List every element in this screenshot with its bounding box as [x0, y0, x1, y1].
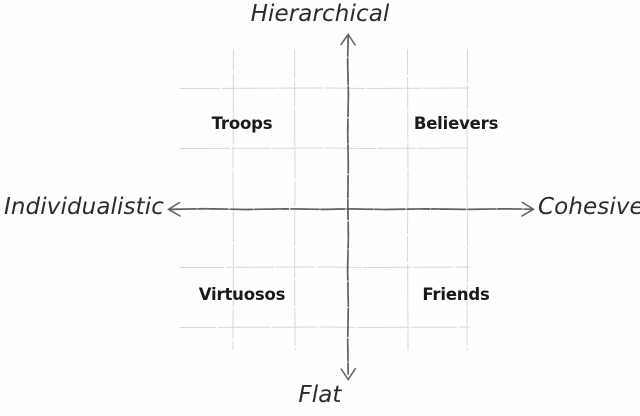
grid-line-h4 — [179, 326, 471, 329]
arrow-head-right — [521, 201, 535, 217]
quadrant-label-friends: Friends — [422, 285, 490, 304]
axis-label-bottom: Flat — [298, 382, 342, 408]
grid-line-h1 — [179, 87, 471, 90]
grid-line-v2 — [293, 48, 296, 351]
vertical-axis-line — [346, 35, 350, 375]
horizontal-axis-line-overlay — [175, 208, 529, 211]
vertical-axis-line-overlay — [347, 39, 349, 371]
axis-label-left: Individualistic — [4, 194, 164, 220]
quadrant-label-virtuosos: Virtuosos — [198, 285, 286, 304]
quadrant-label-believers: Believers — [413, 114, 499, 133]
arrow-head-down — [340, 367, 357, 381]
axis-label-right: Cohesive — [538, 194, 640, 220]
axis-label-top: Hierarchical — [250, 1, 390, 27]
arrow-head-left — [167, 201, 181, 217]
arrow-head-up — [340, 33, 356, 46]
grid-line-v4 — [466, 48, 469, 351]
grid-lines-vertical — [232, 48, 469, 351]
vertical-axis — [340, 33, 357, 381]
grid-line-h2 — [179, 147, 471, 150]
grid-line-h3 — [179, 266, 471, 269]
grid-line-v3 — [406, 48, 409, 351]
quadrant-label-troops: Troops — [211, 114, 273, 133]
horizontal-axis — [167, 201, 535, 217]
grid-line-v1 — [232, 48, 235, 351]
